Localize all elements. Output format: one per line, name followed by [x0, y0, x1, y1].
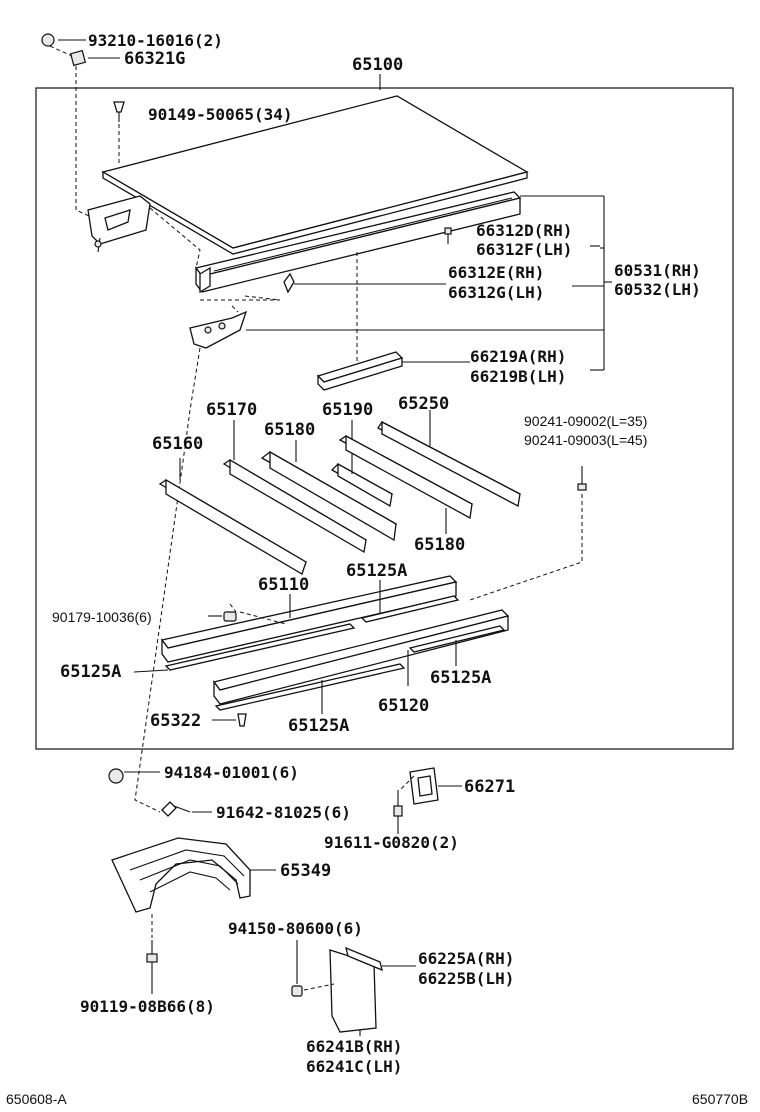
label-66219B: 66219B(LH) — [470, 367, 566, 386]
label-66225B: 66225B(LH) — [418, 969, 514, 988]
label-65180-lower: 65180 — [414, 535, 465, 555]
label-90119-08B66: 90119-08B66(8) — [80, 997, 215, 1016]
label-66312E: 66312E(RH) — [448, 263, 544, 282]
plate-66219A — [316, 351, 470, 391]
screw-90149 — [113, 101, 125, 122]
crossmember-65180-b — [338, 434, 474, 534]
footer-right-code: 650770B — [692, 1091, 748, 1107]
clip-66312E — [283, 272, 446, 294]
bolt-90241 — [577, 466, 587, 491]
strip-65125A-top — [360, 580, 460, 623]
label-65100: 65100 — [352, 55, 403, 75]
crossmember-65190 — [330, 420, 394, 508]
label-60532: 60532(LH) — [614, 280, 701, 299]
corner-bracket — [189, 310, 604, 349]
label-94150-80600: 94150-80600(6) — [228, 919, 363, 938]
bolt-90119 — [146, 940, 158, 994]
crossmember-65250 — [377, 410, 521, 507]
bracket-66271 — [409, 767, 462, 805]
sill-65110 — [160, 575, 458, 663]
label-65125A-top: 65125A — [346, 561, 407, 581]
strip-65125A-left — [133, 623, 356, 673]
label-66312G: 66312G(LH) — [448, 283, 544, 302]
label-66321G: 66321G — [124, 49, 185, 69]
deck-board-65100 — [101, 95, 529, 255]
bolt-93210 — [41, 33, 86, 47]
label-65120: 65120 — [378, 696, 429, 716]
label-65322: 65322 — [150, 711, 201, 731]
label-91611-G0820: 91611-G0820(2) — [324, 833, 459, 852]
strip-65125A-right — [408, 625, 506, 666]
nut-94184 — [108, 768, 160, 784]
label-65125A-left: 65125A — [60, 662, 121, 682]
label-93210-16016: 93210-16016(2) — [88, 31, 223, 50]
bolt-91642 — [161, 801, 212, 817]
label-65170: 65170 — [206, 400, 257, 420]
label-65110: 65110 — [258, 575, 309, 595]
label-90149-50065: 90149-50065(34) — [148, 105, 293, 124]
footer-left-code: 650608-A — [6, 1091, 67, 1107]
label-66271: 66271 — [464, 777, 515, 797]
label-90179-10036: 90179-10036(6) — [52, 609, 152, 625]
pin-66312D — [444, 227, 452, 244]
assembly-frame — [35, 87, 734, 750]
label-90241-09003: 90241-09003(L=45) — [524, 432, 647, 448]
label-65250: 65250 — [398, 394, 449, 414]
label-65125A-bottom: 65125A — [288, 716, 349, 736]
strip-65125A-bottom — [214, 663, 406, 714]
nut-90179 — [208, 611, 237, 622]
leader-60531 — [520, 195, 612, 371]
label-90241-09002: 90241-09002(L=35) — [524, 413, 647, 429]
label-66312D: 66312D(RH) — [476, 221, 572, 240]
side-rail-60531 — [194, 191, 522, 294]
label-65125A-right: 65125A — [430, 668, 491, 688]
bracket-66225A — [345, 946, 416, 972]
sill-65120 — [212, 609, 510, 705]
label-91642-81025: 91642-81025(6) — [216, 803, 351, 822]
label-60531: 60531(RH) — [614, 261, 701, 280]
clip-65322 — [212, 713, 247, 727]
bolt-91611 — [393, 790, 403, 834]
label-66225A: 66225A(RH) — [418, 949, 514, 968]
crossmember-65160 — [158, 458, 308, 575]
label-65160: 65160 — [152, 434, 203, 454]
label-66312F: 66312F(LH) — [476, 240, 572, 259]
label-94184-01001: 94184-01001(6) — [164, 763, 299, 782]
nut-94150 — [291, 940, 303, 997]
fender-65349 — [111, 837, 276, 913]
label-66241B: 66241B(RH) — [306, 1037, 402, 1056]
label-65180: 65180 — [264, 420, 315, 440]
label-65190: 65190 — [322, 400, 373, 420]
label-66219A: 66219A(RH) — [470, 347, 566, 366]
label-66241C: 66241C(LH) — [306, 1057, 402, 1076]
crossmember-65170 — [222, 420, 368, 554]
hinge-bracket — [87, 195, 151, 253]
label-65349: 65349 — [280, 861, 331, 881]
nut-66321G — [69, 49, 120, 67]
crossmember-65180 — [260, 440, 398, 542]
